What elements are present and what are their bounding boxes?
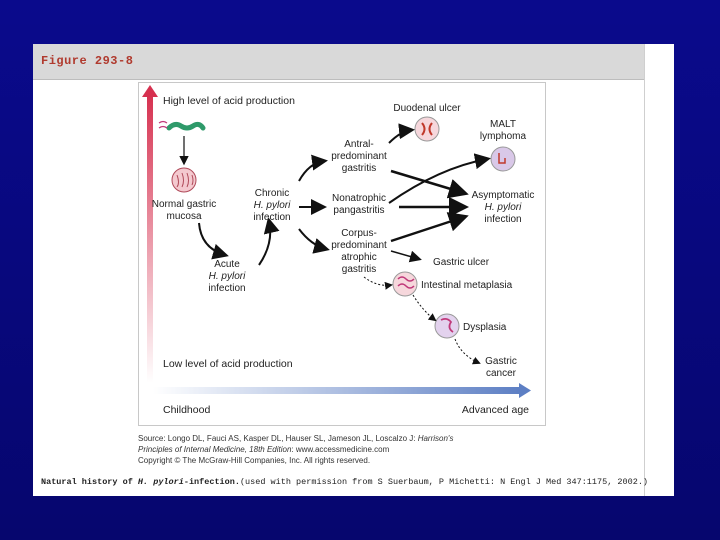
normal-mucosa-line2: mucosa (166, 211, 201, 222)
caption-rest: (used with permission from S Suerbaum, P… (239, 477, 649, 487)
high-acid-label: High level of acid production (163, 95, 295, 107)
malt-lymphoma-icon (490, 146, 516, 172)
asymptomatic-line3: infection (484, 214, 521, 225)
arrow-to-cancer (454, 338, 481, 365)
source-line2: Principles of Internal Medicine, 18th Ed… (138, 444, 558, 455)
source-line1: Source: Longo DL, Fauci AS, Kasper DL, H… (138, 433, 558, 444)
arrow-to-corpus (298, 228, 330, 254)
arrow-to-gastric-ulcer (390, 250, 422, 263)
acid-level-axis (147, 93, 153, 383)
nonatrophic-line2: pangastritis (333, 205, 384, 216)
figure-caption: Natural history of H. pylori-infection.(… (41, 477, 651, 487)
corpus-line4: gastritis (342, 264, 376, 275)
corpus-line3: atrophic (341, 252, 377, 263)
arrow-corpus-to-asymptomatic (390, 212, 469, 243)
age-axis (153, 387, 521, 394)
caption-suffix: -infection. (183, 477, 240, 487)
malt-line2: lymphoma (480, 131, 527, 142)
chronic-line1: Chronic (255, 188, 289, 199)
arrow-antral-to-asymptomatic (390, 169, 469, 199)
acute-line1: Acute (214, 259, 240, 270)
dysplasia-label: Dysplasia (463, 322, 507, 333)
arrow-to-malt (388, 153, 491, 204)
arrow-to-metaplasia (363, 276, 393, 290)
arrow-to-duodenal (388, 123, 415, 144)
source-line1-italic: Harrison's (417, 434, 454, 443)
antral-line1: Antral- (344, 139, 373, 150)
diagram-svg: High level of acid production Low level … (142, 85, 535, 416)
figure-panel: Figure 293-8 (33, 44, 674, 496)
corpus-line2: predominant (331, 240, 387, 251)
low-acid-label: Low level of acid production (163, 358, 293, 370)
figure-header: Figure 293-8 (33, 44, 644, 80)
nonatrophic-line1: Nonatrophic (332, 193, 386, 204)
cancer-line2: cancer (486, 368, 517, 379)
acute-line2: H. pylori (209, 271, 246, 282)
asymptomatic-line1: Asymptomatic (472, 190, 535, 201)
malt-line1: MALT (490, 119, 516, 130)
duodenal-ulcer-icon (414, 116, 440, 142)
antral-line2: predominant (331, 151, 387, 162)
metaplasia-label: Intestinal metaplasia (421, 280, 513, 291)
metaplasia-icon (392, 271, 418, 297)
normal-mucosa-icon (171, 167, 197, 193)
arrow-to-antral (298, 154, 328, 182)
panel-edge (644, 44, 674, 496)
cancer-line1: Gastric (485, 356, 517, 367)
asymptomatic-line2: H. pylori (485, 202, 522, 213)
normal-mucosa-line1: Normal gastric (152, 199, 216, 210)
caption-prefix: Natural history of (41, 477, 138, 487)
chronic-line3: infection (253, 212, 290, 223)
corpus-line1: Corpus- (341, 228, 377, 239)
antral-line3: gastritis (342, 163, 376, 174)
arrow-to-acute (198, 222, 229, 260)
age-axis-arrowhead (519, 383, 531, 398)
source-citation: Source: Longo DL, Fauci AS, Kasper DL, H… (138, 433, 558, 466)
chronic-line2: H. pylori (254, 200, 291, 211)
copyright-line: Copyright © The McGraw-Hill Companies, I… (138, 456, 371, 465)
childhood-label: Childhood (163, 404, 210, 416)
source-line2-italic: Principles of Internal Medicine, 18th Ed… (138, 445, 292, 454)
advanced-age-label: Advanced age (462, 404, 529, 416)
acid-axis-arrowhead (142, 85, 158, 97)
arrow-to-chronic (258, 217, 280, 266)
arrow-to-dysplasia (412, 294, 437, 322)
source-line1-text: Source: Longo DL, Fauci AS, Kasper DL, H… (138, 434, 418, 443)
caption-italic: H. pylori (137, 477, 184, 487)
dysplasia-icon (434, 313, 460, 339)
natural-history-diagram: High level of acid production Low level … (138, 82, 546, 426)
figure-title: Figure 293-8 (41, 54, 134, 68)
acute-line3: infection (208, 283, 245, 294)
gastric-ulcer-label: Gastric ulcer (433, 257, 490, 268)
source-line2-text: : www.accessmedicine.com (291, 445, 390, 454)
duodenal-ulcer-label: Duodenal ulcer (393, 103, 461, 114)
bacterium-icon (158, 120, 206, 131)
